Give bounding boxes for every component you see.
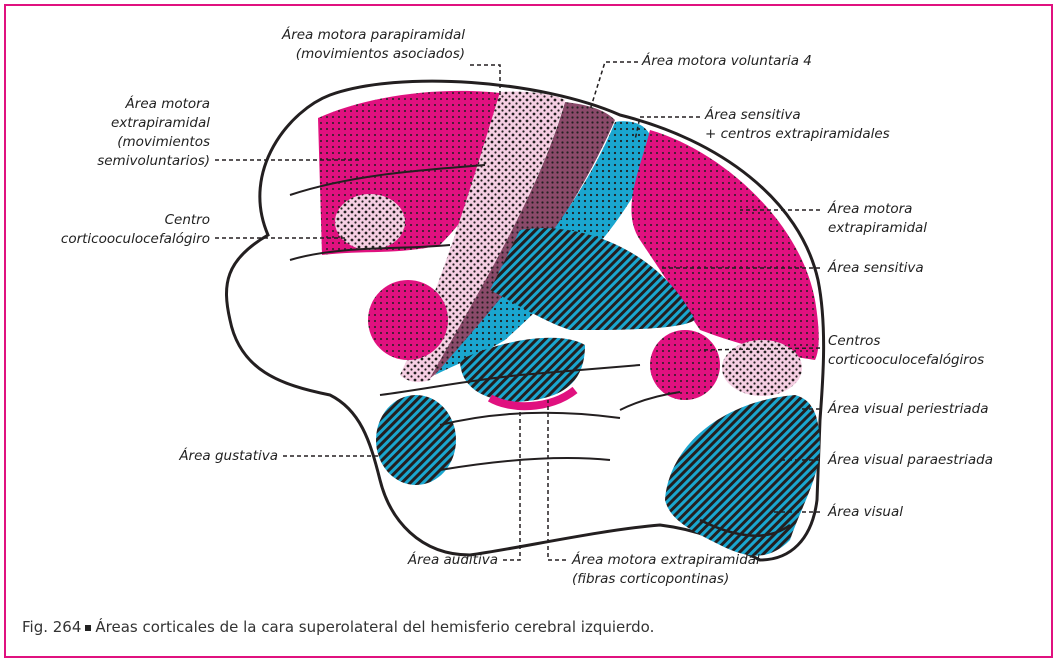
label-visual-peri: Área visual periestriada [828,400,989,419]
region-centros-cef-1 [650,330,720,400]
label-extrapiramidal-front-line1: Área motora [20,95,210,114]
label-sensitiva: Área sensitiva [828,259,924,278]
label-parapiramidal-line2: (movimientos asociados) [220,45,465,64]
caption-number: Fig. 264 [22,618,81,636]
label-parapiramidal-line1: Área motora parapiramidal [220,26,465,45]
label-sensitiva-centros-line2: + centros extrapiramidales [705,125,890,144]
label-extrapiramidal-cp-line2: (fibras corticopontinas) [572,570,760,589]
figure-caption: Fig. 264 Áreas corticales de la cara supe… [22,618,654,636]
label-auditiva: Área auditiva [330,551,498,570]
label-sensitiva-centros-line1: Área sensitiva [705,106,890,125]
label-centros-cef-line2: corticooculocefalógiros [828,351,984,370]
label-visual-para: Área visual paraestriada [828,451,993,470]
label-centro-cef: Centro corticooculocefalógiro [20,211,210,249]
label-centro-cef-line2: corticooculocefalógiro [20,230,210,249]
caption-text: Áreas corticales de la cara superolatera… [95,618,654,636]
label-extrapiramidal-back: Área motora extrapiramidal [828,200,927,238]
label-voluntaria: Área motora voluntaria 4 [642,52,812,71]
label-centros-cef: Centros corticooculocefalógiros [828,332,984,370]
label-extrapiramidal-back-line2: extrapiramidal [828,219,927,238]
label-parapiramidal: Área motora parapiramidal (movimientos a… [220,26,465,64]
region-motor-broca [368,280,448,360]
label-centro-cef-line1: Centro [20,211,210,230]
label-extrapiramidal-cp: Área motora extrapiramidal (fibras corti… [572,551,760,589]
label-extrapiramidal-cp-line1: Área motora extrapiramidal [572,551,760,570]
label-extrapiramidal-front-line3: (movimientos [20,133,210,152]
label-gustativa: Área gustativa [60,447,278,466]
label-extrapiramidal-back-line1: Área motora [828,200,927,219]
caption-bullet-icon [85,625,91,631]
label-sensitiva-centros: Área sensitiva + centros extrapiramidale… [705,106,890,144]
label-extrapiramidal-front: Área motora extrapiramidal (movimientos … [20,95,210,171]
label-extrapiramidal-front-line2: extrapiramidal [20,114,210,133]
label-extrapiramidal-front-line4: semivoluntarios) [20,152,210,171]
region-gustativa [376,395,456,485]
label-centros-cef-line1: Centros [828,332,984,351]
region-centro-cef-frontal [335,194,405,250]
label-visual: Área visual [828,503,903,522]
